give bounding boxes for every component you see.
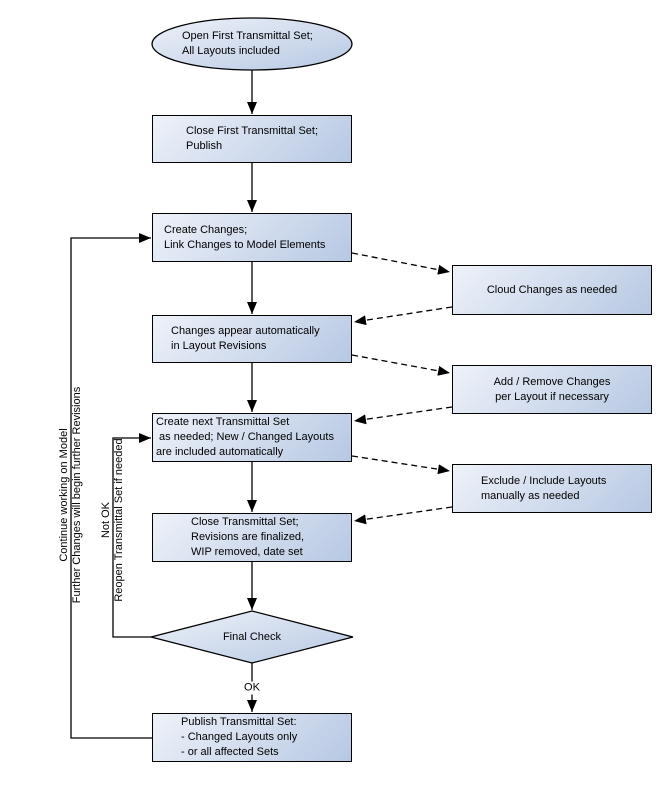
node-line: Close First Transmittal Set; [186, 125, 319, 137]
node-line: Add / Remove Changes [493, 375, 611, 388]
node-line: manually as needed [481, 489, 580, 502]
dash-addremove-to-next [353, 406, 453, 425]
node-line: - Changed Layouts only [181, 731, 298, 743]
node-line: - or all affected Sets [181, 746, 279, 758]
decision-final-check [150, 610, 354, 664]
node-create-next-set: Create next Transmittal Set as needed; N… [152, 413, 352, 462]
node-changes-appear: Changes appear automatically in Layout R… [152, 315, 352, 363]
node-line: Publish Transmittal Set: [181, 716, 297, 728]
node-line: Cloud Changes as needed [486, 283, 618, 296]
node-line: in Layout Revisions [171, 340, 267, 352]
edge-label-line: Not OK [100, 501, 112, 539]
dash-cloud-to-appear [353, 306, 453, 326]
dash-next-to-exclude [351, 455, 451, 475]
node-close-first-set: Close First Transmittal Set; Publish [152, 115, 352, 163]
node-line: All Layouts included [182, 45, 280, 57]
node-line: Create next Transmittal Set [156, 416, 290, 428]
edge-label-ok: OK [241, 681, 263, 695]
node-final-check: Final Check [152, 611, 352, 663]
node-publish-set: Publish Transmittal Set: - Changed Layou… [152, 713, 352, 762]
edge-label-not-ok-loop: Not OK Reopen Transmittal Set if needed [100, 390, 126, 650]
loop-notok-to-next [112, 433, 151, 638]
node-line: as needed; New / Changed Layouts [156, 431, 334, 443]
node-line: Exclude / Include Layouts [481, 474, 607, 487]
dash-create-to-cloud [351, 252, 451, 275]
node-line: Close Transmittal Set; [191, 516, 299, 528]
edge-label-continue-loop: Continue working on Model Further Change… [58, 345, 84, 645]
node-open-first-set: Open First Transmittal Set; All Layouts … [152, 20, 352, 68]
node-close-set: Close Transmittal Set; Revisions are fin… [152, 513, 352, 562]
node-line: per Layout if necessary [495, 390, 609, 403]
node-line: are included automatically [156, 446, 284, 458]
dash-exclude-to-closeset [353, 506, 453, 525]
node-line: Create Changes; [164, 223, 248, 236]
node-line: WIP removed, date set [191, 546, 303, 558]
node-add-remove: Add / Remove Changes per Layout if neces… [452, 365, 652, 414]
loop-publish-to-create [70, 233, 152, 739]
edge-label-line: Further Changes will begin further Revis… [71, 386, 83, 604]
node-exclude-include: Exclude / Include Layouts manually as ne… [452, 464, 652, 513]
terminator-open-first-set [151, 17, 353, 71]
node-line: Revisions are finalized, [191, 531, 305, 543]
node-line: Final Check [222, 630, 282, 643]
dash-appear-to-addremove [351, 354, 451, 376]
node-line: Link Changes to Model Elements [164, 238, 326, 251]
node-line: Publish [186, 140, 223, 152]
edge-label-line: Continue working on Model [58, 428, 70, 562]
edge-label-line: Reopen Transmittal Set if needed [113, 438, 125, 602]
node-create-changes: Create Changes; Link Changes to Model El… [152, 213, 352, 262]
node-cloud-changes: Cloud Changes as needed [452, 265, 652, 315]
node-line: Open First Transmittal Set; [182, 30, 313, 42]
node-line: Changes appear automatically [171, 325, 320, 337]
